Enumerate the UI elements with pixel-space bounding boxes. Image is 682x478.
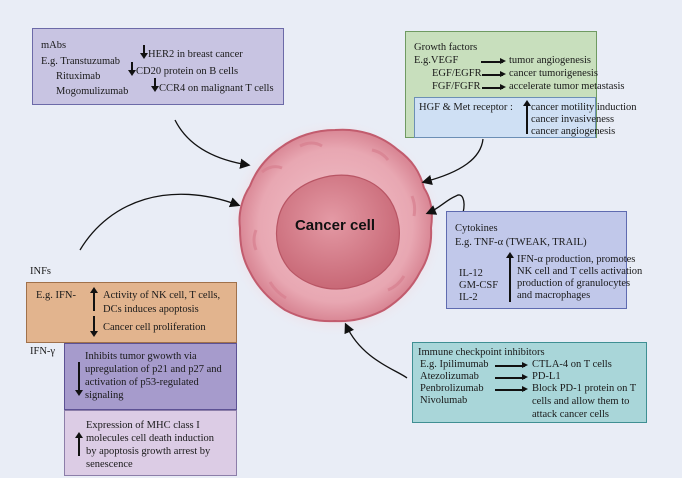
infs-title: INFs (30, 266, 52, 277)
ifn-gamma-down-effect: activation of p53-regulated (85, 377, 199, 388)
ifn-up-effect: DCs induces apoptosis (103, 304, 199, 315)
immune-target: attack cancer cells (532, 409, 609, 420)
mabs-connector-arrow (174, 119, 251, 169)
down-arrow-icon (151, 78, 159, 92)
right-arrow-icon (495, 362, 528, 368)
mabs-drug: E.g. Transtuzumab (41, 56, 121, 67)
ifn-gamma-up-effect: Expression of MHC class I (86, 420, 200, 431)
hgf-effect: cancer invasiveness (531, 114, 615, 125)
cytokine-effect: NK cell and T cells activation (517, 266, 643, 277)
cytokine-agent: GM-CSF (459, 280, 499, 291)
immune-target: Block PD-1 protein on T (532, 383, 637, 394)
ifn-gamma-up-box: Expression of MHC class I molecules cell… (64, 410, 237, 476)
immune-target: cells and allow them to (532, 396, 630, 407)
immune-title: Immune checkpoint inhibitors (418, 347, 545, 358)
growth-factor: E.g.VEGF (414, 55, 459, 66)
ifn-down-effect: Cancer cell proliferation (103, 322, 206, 333)
ifn-gamma-down-effect: signaling (85, 390, 124, 401)
cancer-cell-label: Cancer cell (294, 217, 376, 234)
immune-target: PD-L1 (532, 371, 561, 382)
mabs-drug: Mogomulizumab (56, 86, 129, 97)
down-arrow-icon (128, 62, 136, 76)
immune-drug: Penbrolizumab (420, 383, 484, 394)
right-arrow-icon (495, 374, 528, 380)
hgf-effect: cancer motility induction (531, 102, 637, 113)
right-arrow-icon (482, 84, 506, 90)
immune-drug: E.g. Ipilimumab (420, 359, 489, 370)
ifn-gamma-up-effect: senescence (86, 459, 133, 470)
cytokine-agent: IL-12 (459, 268, 483, 279)
down-arrow-icon (75, 362, 83, 396)
immune-drug: Atezolizumab (420, 371, 479, 382)
cancer-cell-icon (225, 118, 445, 338)
ifn-box: E.g. IFN- Activity of NK cell, T cells, … (26, 282, 237, 343)
growth-factor: EGF/EGFR (432, 68, 482, 79)
right-arrow-icon (482, 71, 506, 77)
ifn-gamma-down-box: Inhibits tumor gwowth via upregulation o… (64, 343, 237, 410)
growth-factor: FGF/FGFR (432, 81, 481, 92)
infs-connector-arrow (79, 193, 241, 251)
ifn-gamma-up-effect: by apoptosis growth arrest by (86, 446, 211, 457)
mabs-drug: Rituximab (56, 71, 101, 82)
mabs-effect: HER2 in breast cancer (148, 49, 243, 60)
immune-drug: Nivolumab (420, 395, 468, 406)
down-arrow-icon (140, 45, 148, 59)
growth-effect: cancer tumorigenesis (509, 68, 598, 79)
up-arrow-icon (75, 432, 83, 456)
up-arrow-icon (90, 287, 98, 311)
growth-title: Growth factors (414, 42, 478, 53)
right-arrow-icon (495, 386, 528, 392)
immune-target: CTLA-4 on T cells (532, 359, 612, 370)
up-arrow-icon (523, 100, 531, 134)
cytokines-title: Cytokines (455, 223, 498, 234)
ifn-gamma-down-effect: upregulation of p21 and p27 and (85, 364, 222, 375)
hgf-effect: cancer angiogenesis (531, 126, 616, 137)
growth-effect: accelerate tumor metastasis (509, 81, 625, 92)
hgf-met-box: HGF & Met receptor : cancer motility ind… (414, 97, 637, 138)
ifn-up-effect: Activity of NK cell, T cells, (103, 290, 221, 301)
cytokine-effect: production of granulocytes (517, 278, 631, 289)
cytokines-example: E.g. TNF-α (TWEAK, TRAIL) (455, 237, 587, 248)
mabs-effect: CCR4 on malignant T cells (159, 83, 274, 94)
growth-connector-arrow (421, 138, 484, 186)
up-arrow-icon (506, 252, 514, 302)
ifn-example: E.g. IFN- (36, 290, 76, 301)
cytokines-connector-arrow (425, 194, 465, 215)
ifn-gamma-down-effect: Inhibits tumor gwowth via (85, 351, 197, 362)
right-arrow-icon (481, 58, 506, 64)
cytokine-agent: IL-2 (459, 292, 478, 303)
immune-checkpoint-box: Immune checkpoint inhibitors E.g. Ipilim… (412, 342, 647, 423)
cytokine-effect: IFN-α production, promotes (517, 254, 636, 265)
mabs-box: mAbs E.g. Transtuzumab Rituximab Mogomul… (32, 28, 284, 105)
ifn-gamma-up-effect: molecules cell death induction (86, 433, 214, 444)
ifn-gamma-label: IFN-γ (30, 346, 56, 357)
down-arrow-icon (90, 316, 98, 337)
cytokine-effect: and macrophages (517, 290, 591, 301)
immune-connector-arrow (344, 322, 408, 379)
hgf-label: HGF & Met receptor : (419, 102, 513, 113)
cytokines-box: Cytokines E.g. TNF-α (TWEAK, TRAIL) IL-1… (446, 211, 642, 309)
growth-effect: tumor angiogenesis (509, 55, 591, 66)
mabs-title: mAbs (41, 40, 67, 51)
mabs-effect: CD20 protein on B cells (136, 66, 239, 77)
